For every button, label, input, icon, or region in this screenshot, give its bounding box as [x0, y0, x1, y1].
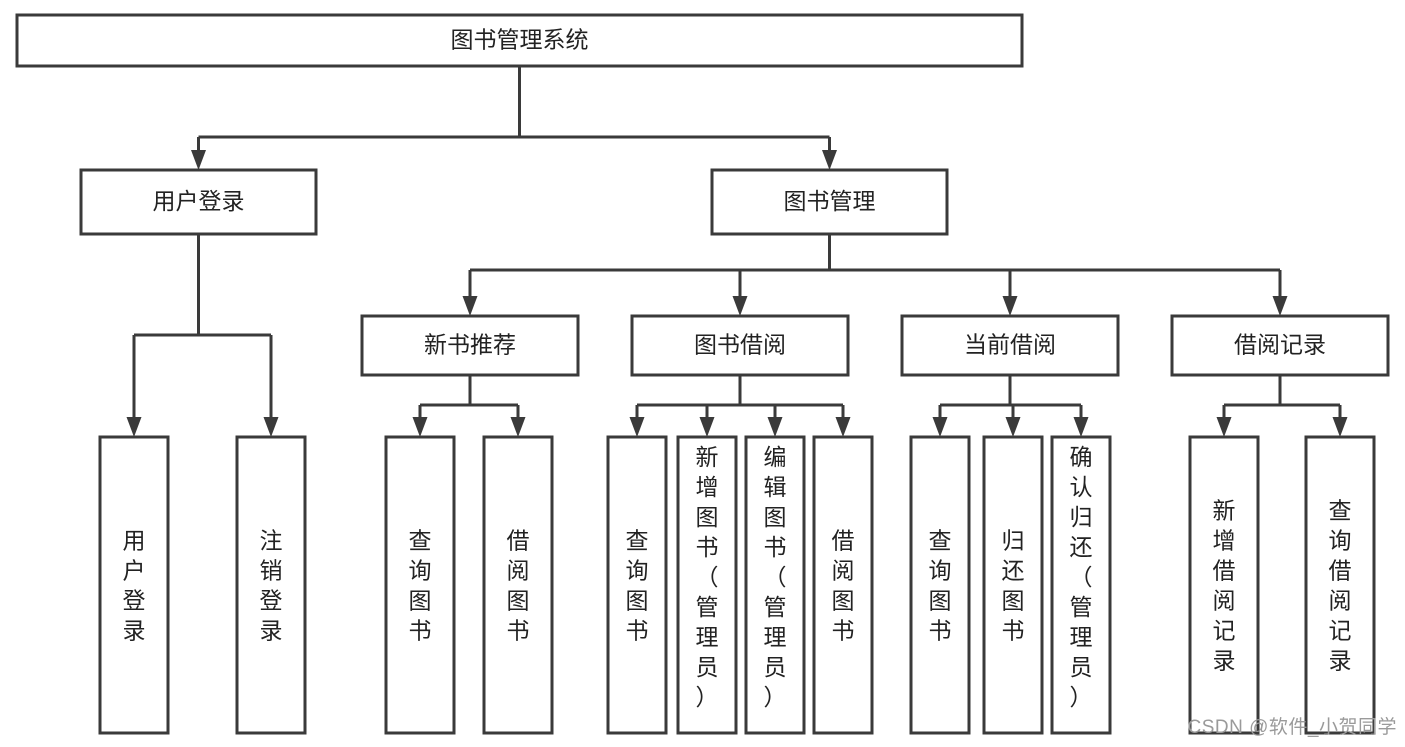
arrow-head-icon [1005, 417, 1021, 437]
node-label: 编辑图书（管理员） [764, 444, 787, 710]
node-label: 注销登录 [260, 527, 283, 643]
node-label: 图书管理 [784, 188, 876, 214]
node-box[interactable] [1170, 314, 1390, 377]
arrow-head-icon [767, 417, 783, 437]
node-leaf-edit-book[interactable]: 编辑图书（管理员） [744, 435, 806, 735]
node-leaf-user-login[interactable]: 用户登录 [98, 435, 170, 735]
node-box[interactable] [982, 435, 1044, 735]
node-box[interactable] [630, 314, 850, 377]
node-leaf-query-book-1[interactable]: 查询图书 [384, 435, 456, 735]
arrow-head-icon [932, 417, 948, 437]
node-label: 新增借阅记录 [1213, 497, 1236, 673]
node-box[interactable] [1304, 435, 1376, 735]
arrow-head-icon [191, 150, 206, 170]
node-user-login[interactable]: 用户登录 [79, 168, 318, 236]
node-box[interactable] [482, 435, 554, 735]
node-label: 查询图书 [409, 527, 432, 643]
node-label: 借阅记录 [1234, 332, 1326, 358]
node-box[interactable] [384, 435, 456, 735]
node-root[interactable]: 图书管理系统 [15, 13, 1024, 68]
node-label: 新书推荐 [424, 332, 516, 358]
arrow-head-icon [699, 417, 715, 437]
node-label: 图书管理系统 [451, 27, 589, 53]
arrow-head-icon [1272, 296, 1288, 316]
node-box[interactable] [606, 435, 668, 735]
arrow-head-icon [412, 417, 428, 437]
node-label: 查询图书 [626, 527, 649, 643]
node-label: 用户登录 [123, 527, 146, 643]
node-label: 借阅图书 [507, 527, 530, 643]
node-label: 归还图书 [1002, 527, 1025, 643]
node-label: 查询借阅记录 [1329, 497, 1352, 673]
arrow-head-icon [1332, 417, 1348, 437]
node-leaf-borrow-book-1[interactable]: 借阅图书 [482, 435, 554, 735]
arrow-head-icon [629, 417, 645, 437]
node-box[interactable] [900, 314, 1120, 377]
arrow-head-icon [263, 417, 279, 437]
node-box[interactable] [79, 168, 318, 236]
arrow-head-icon [1216, 417, 1232, 437]
node-box[interactable] [710, 168, 949, 236]
node-book-borrow[interactable]: 图书借阅 [630, 314, 850, 377]
node-leaf-borrow-book-2[interactable]: 借阅图书 [812, 435, 874, 735]
node-label: 用户登录 [153, 188, 245, 214]
node-box[interactable] [744, 435, 806, 735]
node-leaf-confirm-return[interactable]: 确认归还（管理员） [1050, 435, 1112, 735]
node-box[interactable] [15, 13, 1024, 68]
node-box[interactable] [909, 435, 971, 735]
node-current-borrow[interactable]: 当前借阅 [900, 314, 1120, 377]
node-label: 确认归还（管理员） [1070, 444, 1093, 710]
node-box[interactable] [360, 314, 580, 377]
node-leaf-logout[interactable]: 注销登录 [235, 435, 307, 735]
node-leaf-query-book-3[interactable]: 查询图书 [909, 435, 971, 735]
arrow-head-icon [1073, 417, 1089, 437]
node-box[interactable] [235, 435, 307, 735]
node-box[interactable] [1050, 435, 1112, 735]
arrow-head-icon [1002, 296, 1018, 316]
node-label: 借阅图书 [832, 527, 855, 643]
node-leaf-return-book[interactable]: 归还图书 [982, 435, 1044, 735]
node-label: 当前借阅 [964, 332, 1056, 358]
node-box[interactable] [676, 435, 738, 735]
arrow-head-icon [510, 417, 526, 437]
arrow-head-icon [822, 150, 837, 170]
node-leaf-query-book-2[interactable]: 查询图书 [606, 435, 668, 735]
node-new-book-rec[interactable]: 新书推荐 [360, 314, 580, 377]
arrow-head-icon [835, 417, 851, 437]
arrow-head-icon [462, 296, 478, 316]
node-label: 新增图书（管理员） [696, 444, 719, 710]
node-box[interactable] [812, 435, 874, 735]
node-leaf-add-book[interactable]: 新增图书（管理员） [676, 435, 738, 735]
node-label: 查询图书 [929, 527, 952, 643]
node-box[interactable] [98, 435, 170, 735]
node-box[interactable] [1188, 435, 1260, 735]
node-borrow-record[interactable]: 借阅记录 [1170, 314, 1390, 377]
node-leaf-add-record[interactable]: 新增借阅记录 [1188, 435, 1260, 735]
arrow-head-icon [126, 417, 142, 437]
node-book-manage[interactable]: 图书管理 [710, 168, 949, 236]
node-leaf-query-record[interactable]: 查询借阅记录 [1304, 435, 1376, 735]
node-label: 图书借阅 [694, 332, 786, 358]
arrow-head-icon [732, 296, 748, 316]
